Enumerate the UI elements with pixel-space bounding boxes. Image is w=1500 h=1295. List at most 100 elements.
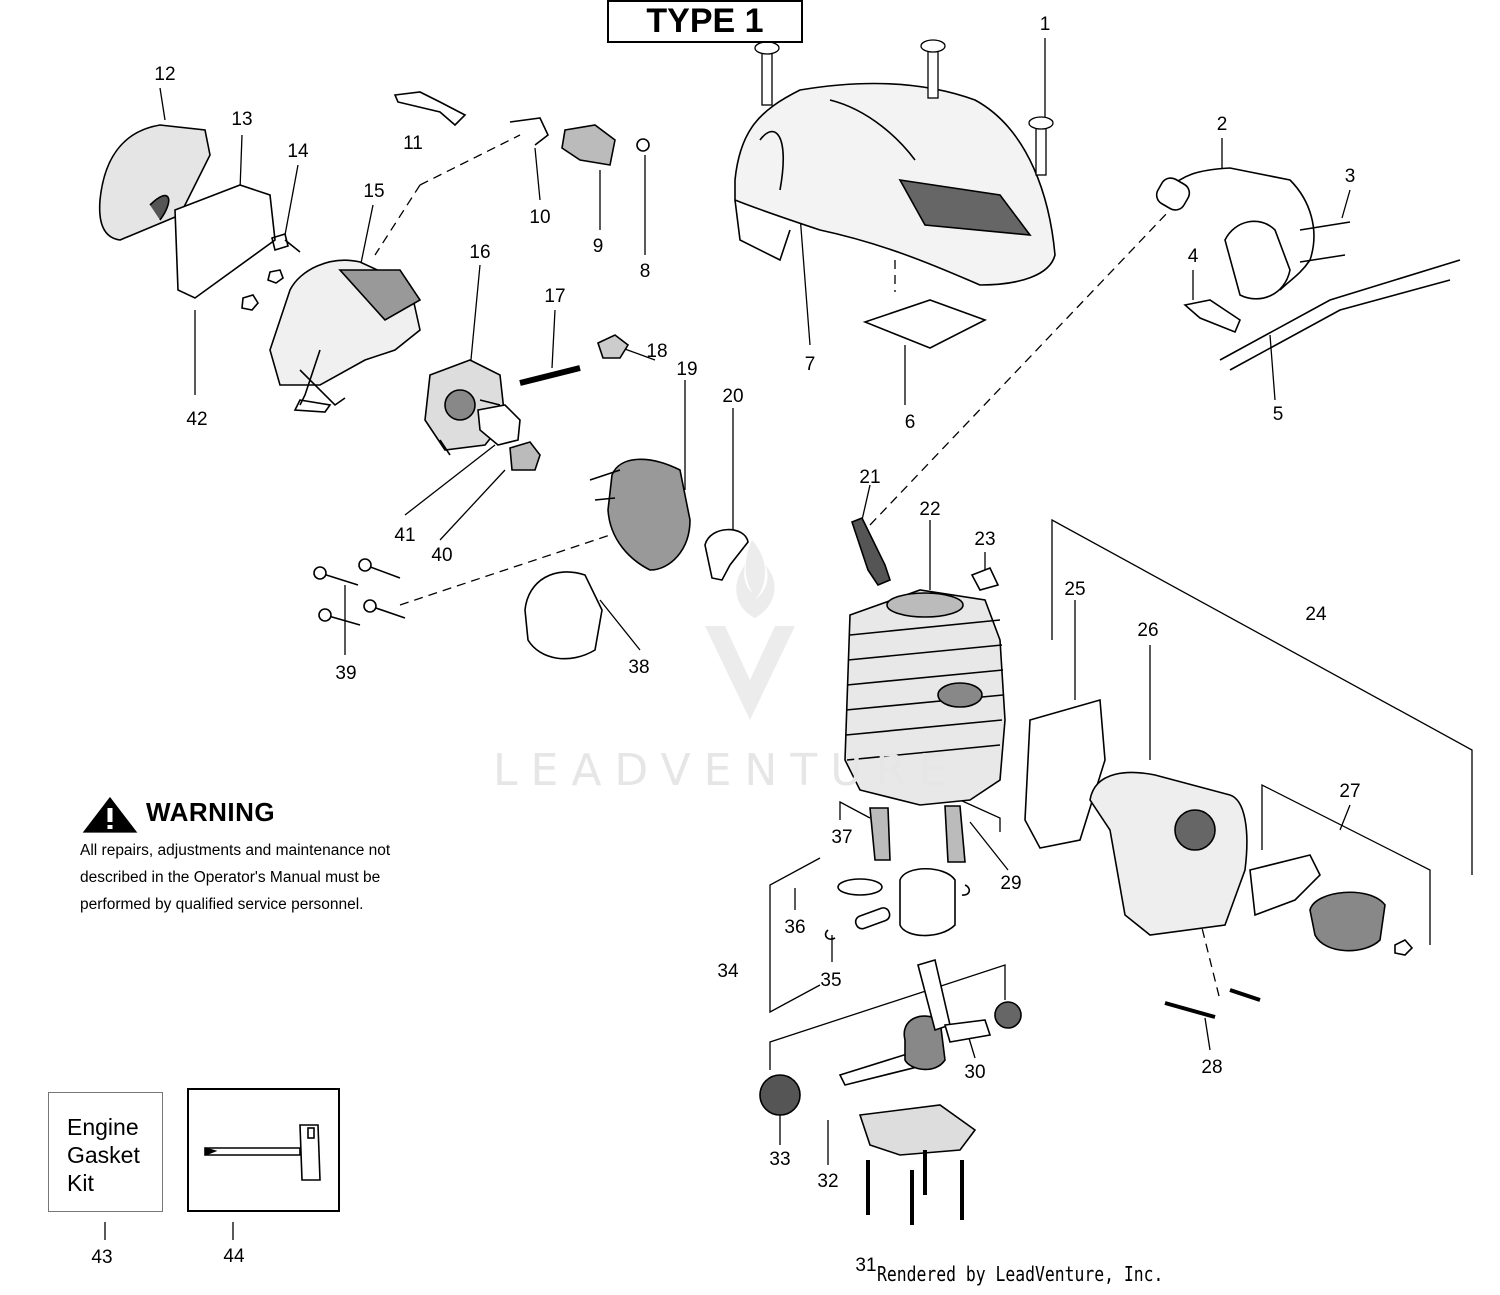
bearing-part	[994, 1001, 1022, 1029]
callout-1: 1	[1040, 14, 1051, 35]
callout-43: 43	[91, 1247, 112, 1268]
warning-text: All repairs, adjustments and maintenance…	[80, 837, 440, 918]
callout-34: 34	[717, 961, 739, 982]
callout-4: 4	[1188, 246, 1199, 267]
intake-boot-part	[477, 404, 521, 446]
callout-5: 5	[1273, 404, 1284, 425]
callout-20: 20	[722, 386, 743, 407]
air-filter-cover-part	[98, 124, 211, 241]
spark-screen-part	[1249, 854, 1321, 917]
callout-22: 22	[919, 499, 940, 520]
housing-nut-part	[241, 269, 284, 311]
piston-pin-part	[854, 907, 891, 930]
muffler-gasket-part	[1024, 698, 1106, 849]
callout-11: 11	[403, 133, 423, 154]
crankcase-screw-part	[866, 1150, 964, 1225]
intake-gasket-part	[704, 528, 749, 581]
warning-icon-spacer	[80, 795, 136, 829]
kit-line: Gasket	[67, 1142, 140, 1168]
switch-part	[561, 124, 616, 166]
clip-part	[970, 566, 1000, 591]
callout-38: 38	[628, 657, 649, 678]
crankshaft-part	[838, 958, 992, 1086]
scrench-tool-icon	[204, 1124, 321, 1181]
callout-9: 9	[593, 236, 604, 257]
callout-13: 13	[231, 109, 252, 130]
warning-line: described in the Operator's Manual must …	[80, 869, 381, 886]
pin-part	[519, 365, 581, 386]
cover-gasket-part	[862, 299, 988, 349]
carburetor-gasket-part	[509, 441, 541, 471]
callout-17: 17	[544, 286, 565, 307]
warning-notice: WARNING All repairs, adjustments and mai…	[80, 795, 440, 918]
tool-box	[187, 1088, 340, 1212]
callout-3: 3	[1345, 166, 1356, 187]
crankcase-stud-part	[869, 805, 966, 863]
callout-42: 42	[186, 409, 207, 430]
housing-screw-part	[271, 232, 301, 253]
callout-14: 14	[287, 141, 309, 162]
air-filter-part	[174, 184, 276, 299]
callout-12: 12	[154, 64, 175, 85]
cylinder-bolt-part	[313, 558, 406, 626]
type-label: TYPE 1	[607, 0, 803, 43]
callout-30: 30	[964, 1062, 985, 1083]
callout-40: 40	[431, 545, 452, 566]
circlip-part	[824, 884, 971, 940]
callout-8: 8	[640, 261, 651, 282]
muffler-part	[1089, 771, 1248, 936]
engine-gasket-kit-box: Engine Gasket Kit	[48, 1092, 163, 1212]
callout-21: 21	[859, 467, 880, 488]
callout-7: 7	[805, 354, 816, 375]
callout-39: 39	[335, 663, 356, 684]
callout-32: 32	[817, 1171, 838, 1192]
spark-plug-part	[851, 516, 891, 586]
callout-29: 29	[1000, 873, 1021, 894]
callout-number-layer: 1234567891011121314151617181920212223242…	[91, 14, 1360, 1276]
callout-26: 26	[1137, 620, 1158, 641]
warning-line: performed by qualified service personnel…	[80, 896, 364, 913]
callout-37: 37	[831, 827, 852, 848]
kit-line: Kit	[67, 1170, 94, 1196]
callout-27: 27	[1339, 781, 1360, 802]
air-baffle-part	[524, 571, 603, 660]
piston-ring-part	[837, 878, 883, 896]
primer-bulb-part	[597, 334, 630, 359]
carburetor-housing-part	[269, 259, 422, 413]
callout-28: 28	[1201, 1057, 1222, 1078]
watermark-text: LEADVENTURE	[493, 745, 960, 796]
choke-rod-part	[509, 117, 549, 146]
muffler-cover-part	[1309, 891, 1386, 952]
dashed-assembly-lines	[374, 134, 1221, 1001]
callout-10: 10	[529, 207, 550, 228]
intake-flange-part	[589, 458, 691, 571]
callout-41: 41	[394, 525, 415, 546]
bearing-part	[759, 1074, 801, 1116]
leadventure-logo-icon	[705, 540, 795, 720]
piston-part	[899, 868, 956, 937]
callout-25: 25	[1064, 579, 1085, 600]
warning-title: WARNING	[146, 796, 276, 827]
callout-33: 33	[769, 1149, 790, 1170]
clip-part	[636, 138, 650, 152]
warning-line: All repairs, adjustments and maintenance…	[80, 842, 391, 859]
callout-23: 23	[974, 529, 995, 550]
callout-18: 18	[646, 341, 667, 362]
muffler-bolt-part	[1164, 988, 1261, 1019]
crankcase-part	[858, 1104, 977, 1156]
callout-6: 6	[905, 412, 916, 433]
callout-2: 2	[1217, 114, 1228, 135]
callout-19: 19	[676, 359, 697, 380]
callout-36: 36	[784, 917, 805, 938]
callout-15: 15	[363, 181, 384, 202]
callout-16: 16	[469, 242, 490, 263]
nut-part	[1394, 939, 1414, 956]
ignition-module-part	[1155, 167, 1461, 371]
leader-lines	[104, 38, 1473, 1240]
callout-35: 35	[820, 970, 841, 991]
cylinder-part	[844, 589, 1006, 806]
warning-triangle-icon	[82, 796, 138, 833]
kit-line: Engine	[67, 1114, 139, 1140]
cylinder-cover-part	[734, 82, 1056, 286]
